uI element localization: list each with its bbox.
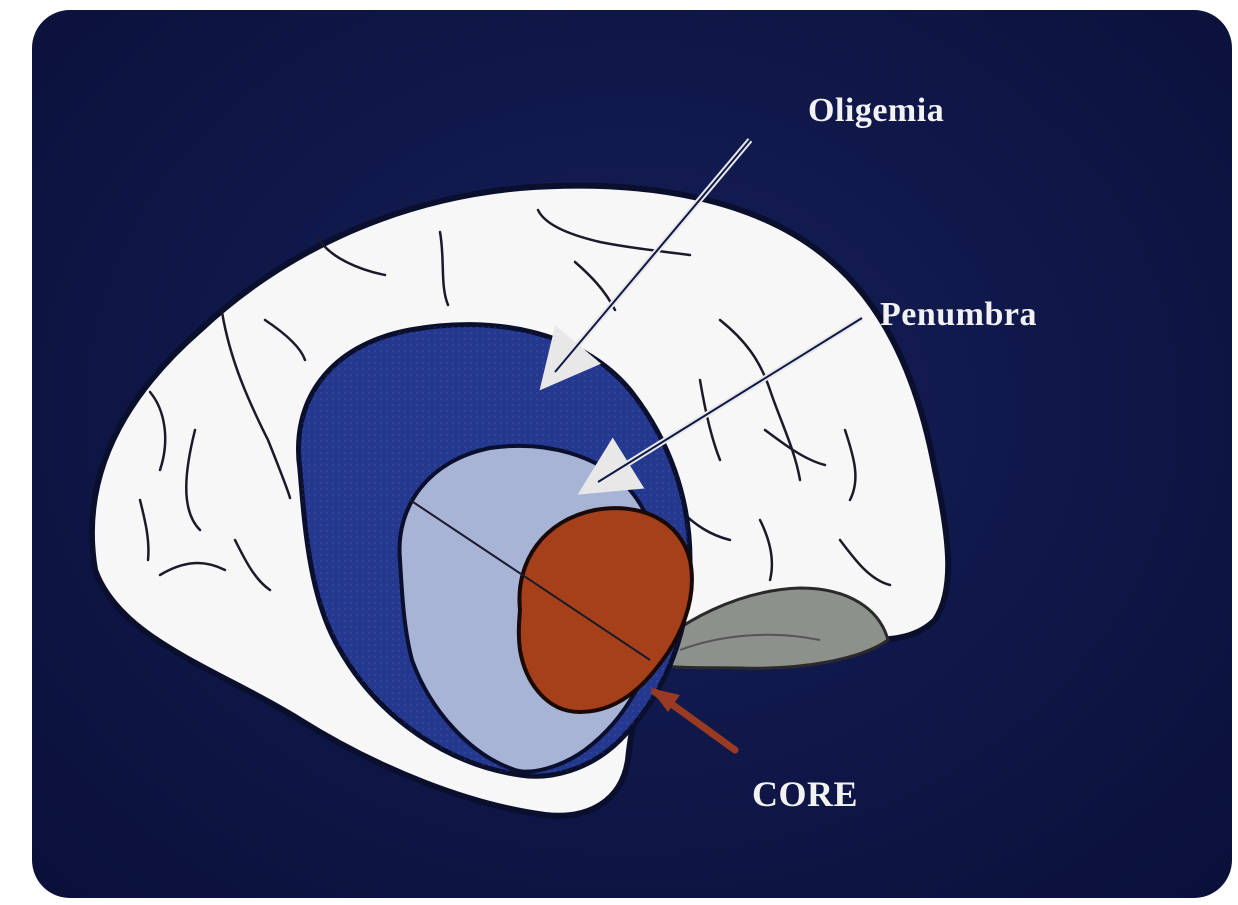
oligemia-label: Oligemia xyxy=(808,92,944,130)
core-zone xyxy=(519,508,692,712)
penumbra-label: Penumbra xyxy=(880,296,1037,334)
core-label: CORE xyxy=(752,773,858,815)
